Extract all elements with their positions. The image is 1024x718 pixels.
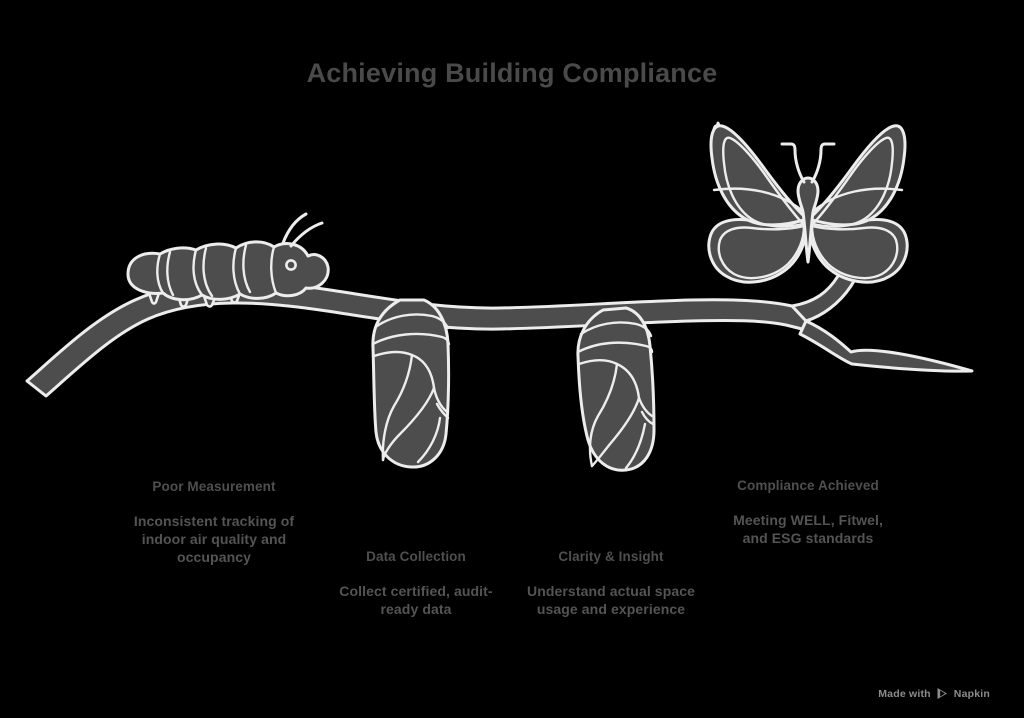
chrysalis-icon-2 (576, 306, 656, 472)
butterfly-wing-detail (810, 136, 894, 228)
stage-description: Collect certified, audit-ready data (339, 583, 493, 618)
chrysalis-line (624, 422, 647, 470)
chrysalis-shell (576, 306, 656, 472)
stage-heading: Poor Measurement (152, 479, 276, 494)
caterpillar-segment-line (202, 246, 214, 298)
chrysalis-line (432, 386, 449, 414)
branch-lower-fork (798, 319, 974, 373)
chrysalis-line (416, 416, 442, 464)
butterfly-wing-band (712, 187, 808, 216)
stage-label-clarity-insight: Clarity & Insight Understand actual spac… (520, 548, 702, 619)
butterfly-antenna (780, 142, 806, 184)
caterpillar-icon (126, 212, 330, 308)
chrysalis-line (637, 396, 654, 418)
stage-heading: Compliance Achieved (737, 478, 879, 493)
napkin-watermark[interactable]: Made with Napkin (878, 687, 990, 700)
caterpillar-eye (285, 259, 297, 271)
stage-description: Meeting WELL, Fitwel, and ESG standards (733, 512, 883, 547)
chrysalis-line (590, 396, 641, 468)
chrysalis-line (381, 386, 436, 462)
stage-label-compliance-achieved: Compliance Achieved Meeting WELL, Fitwel… (728, 477, 888, 548)
stage-description: Inconsistent tracking of indoor air qual… (133, 513, 295, 566)
caterpillar-segment-line (166, 250, 175, 297)
napkin-logo-icon (936, 687, 949, 700)
watermark-prefix: Made with (878, 687, 931, 700)
chrysalis-icon-1 (371, 298, 451, 469)
butterfly-icon (707, 121, 909, 284)
chrysalis-line (588, 362, 619, 468)
chrysalis-line (576, 341, 654, 354)
chrysalis-line (381, 353, 414, 462)
caterpillar-segment-line (192, 248, 204, 297)
butterfly-body (796, 176, 820, 264)
stage-label-data-collection: Data Collection Collect certified, audit… (330, 548, 502, 619)
chrysalis-line (371, 332, 451, 346)
stage-label-poor-measurement: Poor Measurement Inconsistent tracking o… (110, 478, 318, 567)
chrysalis-line (375, 313, 450, 330)
stage-description: Understand actual space usage and experi… (526, 583, 696, 618)
butterfly-wing-detail (722, 136, 806, 228)
chrysalis-line (579, 321, 653, 338)
butterfly-wing-band (808, 187, 904, 216)
butterfly-antenna (810, 142, 836, 184)
caterpillar-segment-line (242, 243, 252, 294)
page-title: Achieving Building Compliance (306, 58, 718, 88)
caterpillar-segment-line (232, 246, 242, 296)
chrysalis-line (640, 410, 655, 426)
caterpillar-segment-line (270, 245, 278, 295)
butterfly-wing-detail (810, 224, 899, 280)
watermark-brand: Napkin (953, 687, 990, 700)
caterpillar-antenna (289, 221, 324, 248)
caterpillar-segment-line (156, 252, 165, 295)
stage-heading: Data Collection (366, 549, 466, 564)
stage-heading: Clarity & Insight (558, 549, 664, 564)
chrysalis-line (435, 402, 450, 420)
caterpillar-antenna (281, 212, 308, 245)
butterfly-wing-detail (717, 224, 806, 280)
